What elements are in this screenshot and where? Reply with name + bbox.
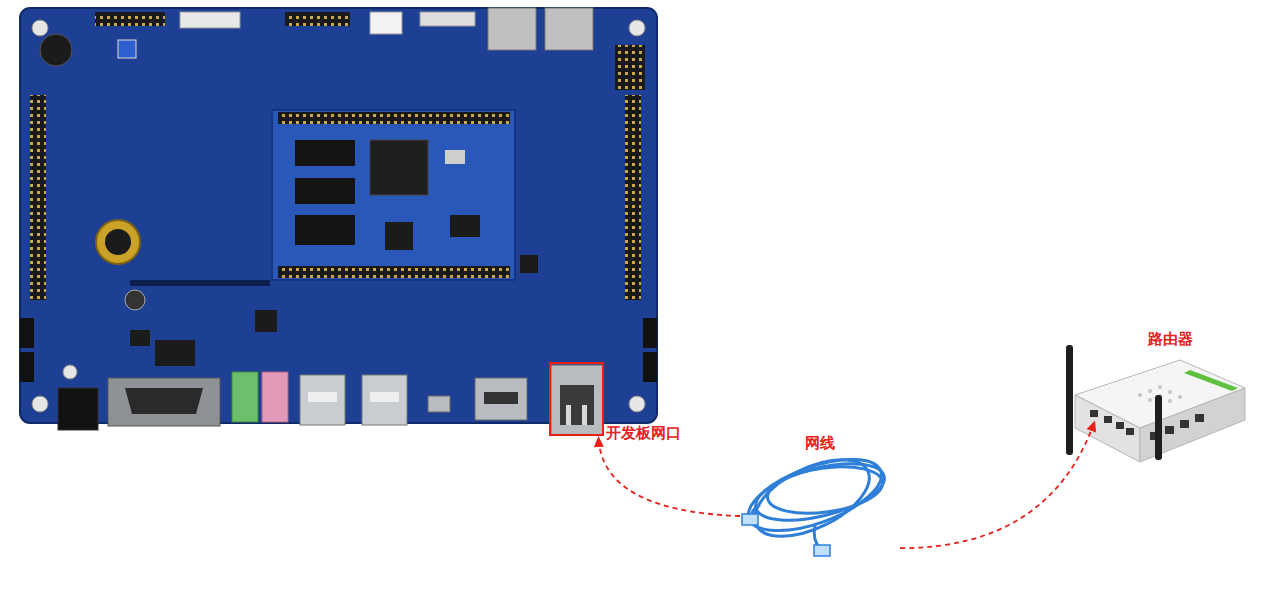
- router-part: [1180, 420, 1189, 428]
- router-part: [1075, 395, 1140, 462]
- router-part-part: [1178, 395, 1182, 399]
- dev-board-part: [643, 352, 657, 382]
- dashed-line: [900, 420, 1095, 548]
- dev-board-part: [295, 140, 355, 166]
- dev-board-part: [484, 392, 518, 404]
- dev-board-part: [582, 405, 587, 425]
- node-label: 网线: [740, 434, 900, 452]
- dev-board-part: [118, 40, 136, 58]
- node-label: 路由器: [1095, 330, 1245, 348]
- dashed-arrow: [594, 436, 740, 516]
- router-part: [1090, 410, 1098, 417]
- dev-board-part: [295, 215, 355, 245]
- router-part-part: [1158, 385, 1162, 389]
- dev-board-part: [278, 112, 510, 124]
- dev-board-part: [130, 330, 150, 346]
- dev-board-part: [308, 392, 337, 402]
- dev-board-part: [285, 12, 350, 26]
- router-part-part: [1148, 398, 1152, 402]
- arrow-head: [594, 436, 604, 447]
- dev-board-part: [385, 222, 413, 250]
- dev-board-part: [295, 178, 355, 204]
- router-part: [1184, 370, 1238, 391]
- dev-board-part: [560, 385, 594, 425]
- router-part: [1126, 428, 1134, 435]
- dev-board-part: [20, 352, 34, 382]
- dev-board-part: [108, 378, 220, 426]
- dev-board-part: [545, 8, 593, 50]
- dev-board-part: [629, 20, 645, 36]
- router-part-part: [1168, 390, 1172, 394]
- network-cable-part: [814, 545, 830, 556]
- dev-board-part: [262, 372, 288, 422]
- dev-board-part: [566, 405, 571, 425]
- dev-board-part: [643, 318, 657, 348]
- dev-board-part: [20, 318, 34, 348]
- port-highlight: 开发板网口: [549, 362, 604, 436]
- dev-board-part: [445, 150, 465, 164]
- network-cable-part: [742, 514, 758, 525]
- dev-board-part: [232, 372, 258, 422]
- dev-board-part: [58, 388, 98, 430]
- dev-board-part: [272, 110, 515, 280]
- router-part: [1116, 422, 1124, 429]
- dev-board-part: [488, 8, 536, 50]
- dev-board-part: [420, 12, 475, 26]
- dev-board-part: [278, 266, 510, 278]
- dev-board-part: [300, 375, 345, 425]
- dev-board-part: [255, 310, 277, 332]
- node-label: 开发板网口: [606, 424, 681, 442]
- router-part: [1155, 395, 1162, 460]
- router: [1066, 345, 1245, 462]
- dashed-line: [599, 436, 741, 516]
- dev-board-part: [125, 388, 203, 414]
- dev-board-part: [30, 95, 46, 300]
- router-part: [1066, 345, 1073, 455]
- dev-board-part: [105, 229, 131, 255]
- dev-board-part: [370, 140, 428, 195]
- arrow-head: [1087, 420, 1096, 432]
- dev-board-part: [370, 392, 399, 402]
- router-part: [1140, 388, 1245, 462]
- network-cable-part: [765, 460, 886, 520]
- dev-board-part: [520, 255, 538, 273]
- router-part-part: [1148, 389, 1152, 393]
- dev-board-part: [40, 34, 72, 66]
- dev-board-part: [32, 20, 48, 36]
- dev-board-part: [20, 8, 657, 423]
- dev-board-part: [32, 396, 48, 412]
- router-part: [1165, 426, 1174, 434]
- network-cable: [740, 444, 891, 556]
- dev-board-part: [475, 378, 527, 420]
- dev-board-part: [155, 340, 195, 366]
- dev-board-part: [362, 375, 407, 425]
- dev-board-part: [615, 45, 645, 90]
- dev-board-part: [629, 396, 645, 412]
- network-cable-part: [750, 453, 890, 532]
- dashed-arrow: [900, 420, 1096, 548]
- router-part-part: [1138, 393, 1142, 397]
- router-part-part: [1168, 399, 1172, 403]
- dev-board-part: [130, 280, 270, 286]
- router-part: [1195, 414, 1204, 422]
- dev-board-part: [95, 12, 165, 26]
- dev-board-part: [370, 12, 402, 34]
- dev-board-part: [96, 220, 140, 264]
- network-cable-part: [743, 444, 881, 552]
- dev-board-part: [125, 290, 145, 310]
- cable-item: 网线: [740, 432, 900, 572]
- dev-board-part: [450, 215, 480, 237]
- dev-board-part: [180, 12, 240, 28]
- dev-board-part: [551, 365, 603, 435]
- router-part: [1104, 416, 1112, 423]
- router-item: 路由器: [1095, 328, 1245, 468]
- dev-board: [20, 8, 657, 435]
- dev-board-part: [625, 95, 641, 300]
- dev-board-part: [63, 365, 77, 379]
- dev-board-part: [428, 396, 450, 412]
